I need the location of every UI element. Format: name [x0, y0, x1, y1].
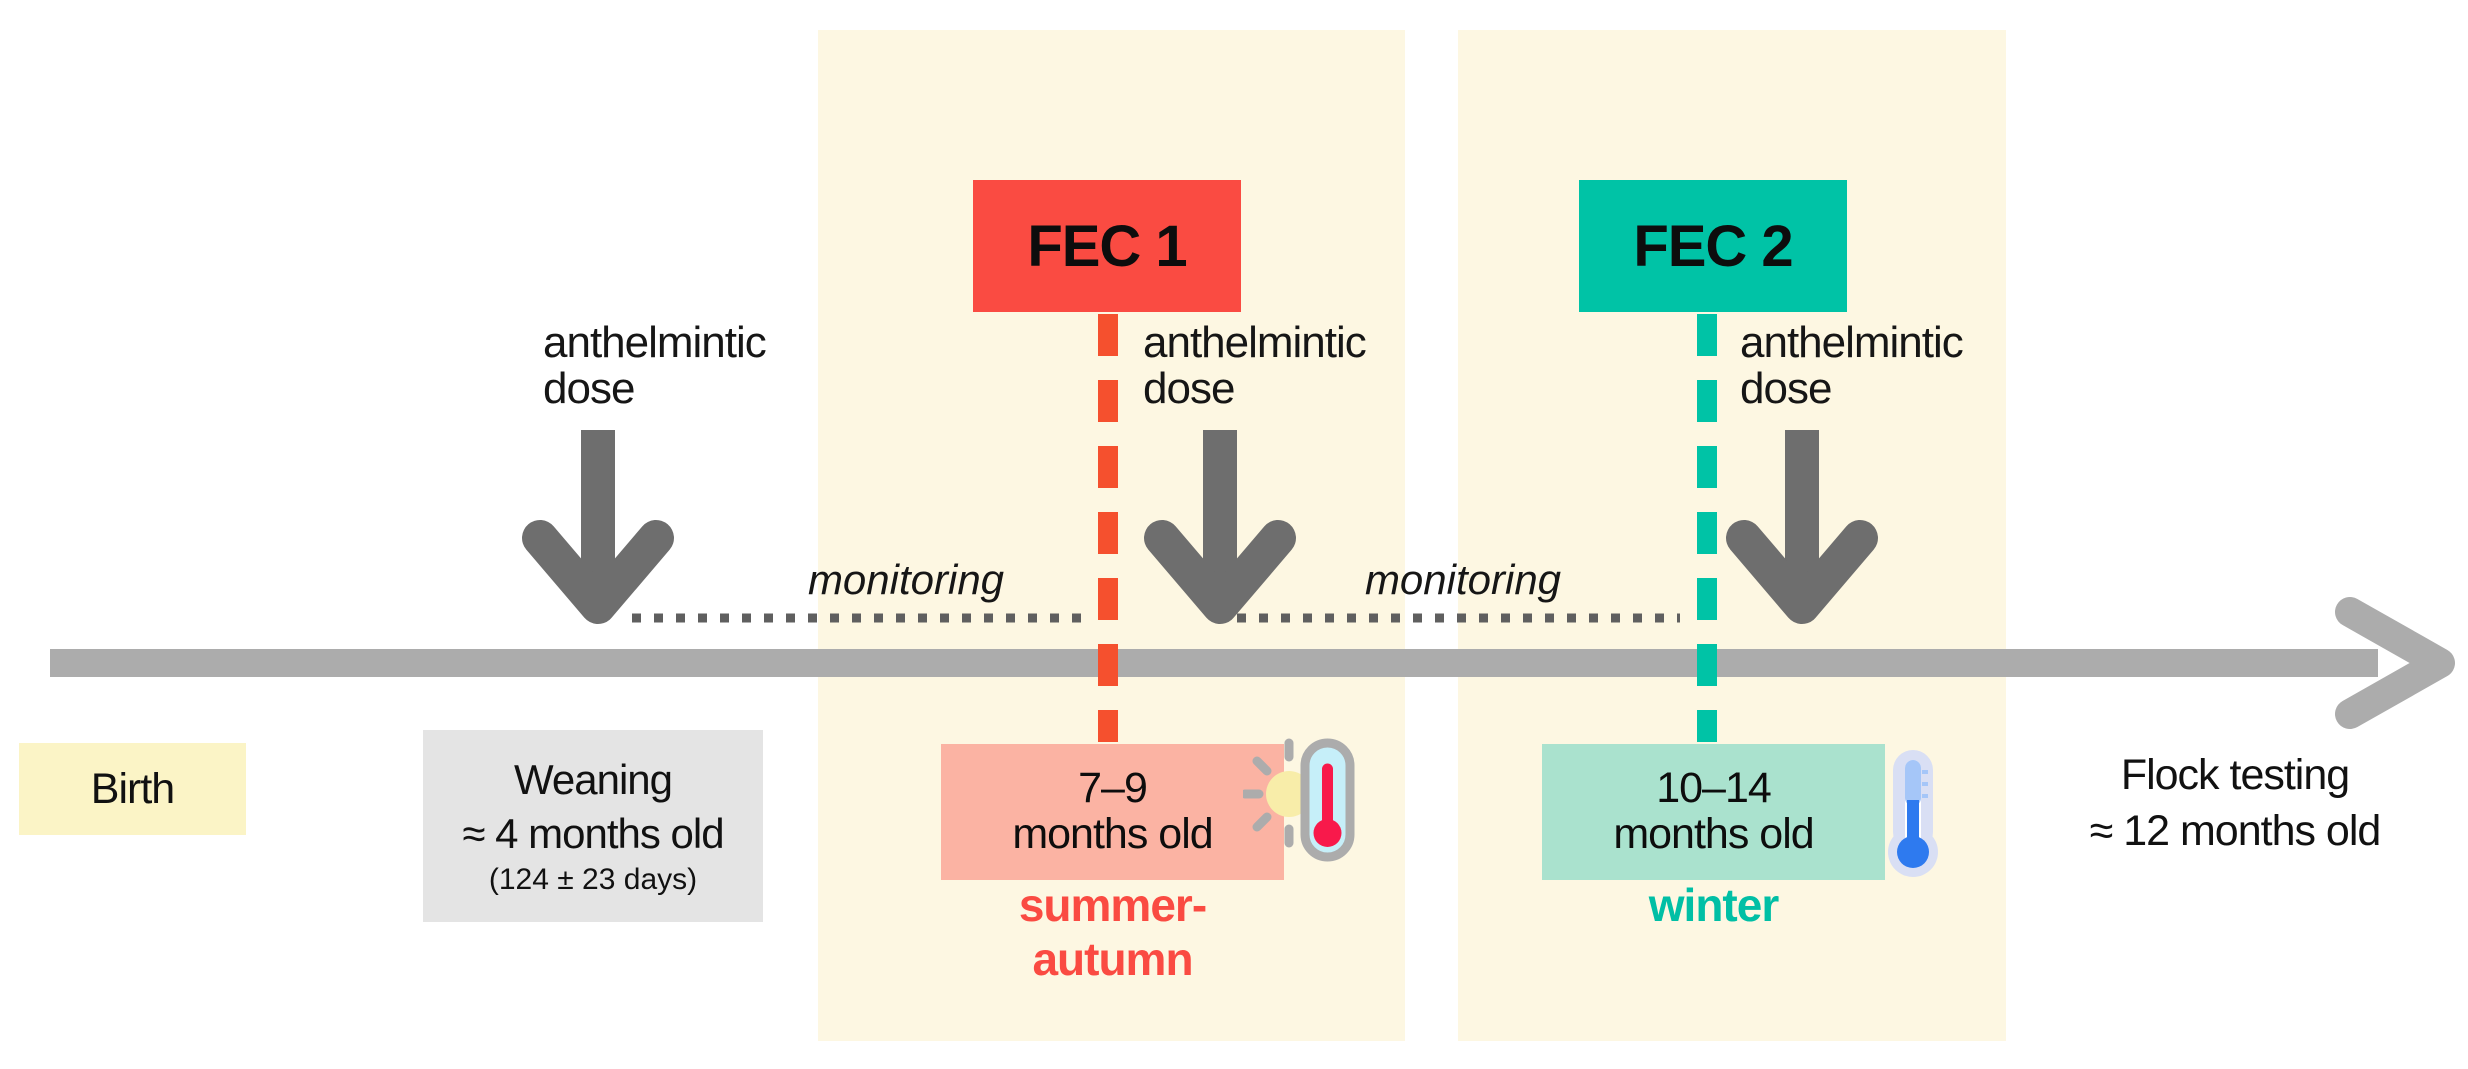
fec1-box: FEC 1 — [973, 180, 1241, 312]
dose-arrow-1-icon — [522, 430, 674, 624]
birth-label: Birth — [90, 764, 175, 813]
fec2-box: FEC 2 — [1579, 180, 1847, 312]
flock-testing-label: Flock testing ≈ 12 months old — [2010, 748, 2460, 860]
sun-ray-icon — [1252, 812, 1272, 832]
fec1-label: FEC 1 — [1027, 213, 1187, 279]
dose-label-2-line1: anthelmintic — [1143, 318, 1367, 367]
monitoring-label-1: monitoring — [807, 556, 1005, 603]
dose-label-3-line1: anthelmintic — [1740, 318, 1964, 367]
sun-thermometer-icon — [1243, 738, 1355, 862]
cold-thermometer-bulb-icon — [1897, 836, 1929, 868]
fec2-age-range: 10–14 — [1656, 764, 1772, 813]
dose-arrow-3-icon — [1726, 430, 1878, 624]
fec2-age-box: 10–14 months old — [1542, 744, 1885, 880]
dose-label-1: anthelmintic dose — [543, 318, 767, 413]
dose-label-2: anthelmintic dose — [1143, 318, 1367, 413]
weaning-age: ≈ 4 months old — [462, 809, 724, 857]
weaning-days: (124 ± 23 days) — [488, 862, 698, 896]
sun-ray-icon — [1252, 756, 1272, 776]
fec1-age-range: 7–9 — [1078, 764, 1148, 813]
weaning-box: Weaning ≈ 4 months old (124 ± 23 days) — [423, 730, 763, 922]
fec2-label: FEC 2 — [1633, 213, 1793, 279]
fec2-age-units: months old — [1613, 810, 1814, 858]
thermometer-bulb-icon — [1313, 819, 1342, 847]
dose-label-2-line2: dose — [1143, 363, 1235, 413]
cold-thermometer-icon — [1888, 750, 1938, 877]
fec1-age-box: 7–9 months old — [941, 744, 1284, 880]
dose-label-3: anthelmintic dose — [1740, 318, 1964, 413]
fec1-season-label: summer-autumn — [1018, 879, 1207, 985]
birth-box: Birth — [19, 743, 246, 835]
dose-label-3-line2: dose — [1740, 363, 1832, 413]
flock-testing-line1: Flock testing — [2120, 751, 2350, 799]
dose-arrow-2-icon — [1144, 430, 1296, 624]
monitoring-label-2: monitoring — [1364, 556, 1562, 603]
cold-thermometer-tube-top-icon — [1905, 760, 1921, 806]
flock-testing-line2: ≈ 12 months old — [2089, 806, 2382, 855]
fec1-age-units: months old — [1012, 810, 1213, 858]
dose-label-1-line2: dose — [543, 363, 635, 413]
weaning-title: Weaning — [513, 756, 673, 804]
fec2-season-label: winter — [1648, 879, 1779, 931]
timeline-arrowhead-icon — [2335, 597, 2455, 729]
dose-label-1-line1: anthelmintic — [543, 318, 767, 367]
